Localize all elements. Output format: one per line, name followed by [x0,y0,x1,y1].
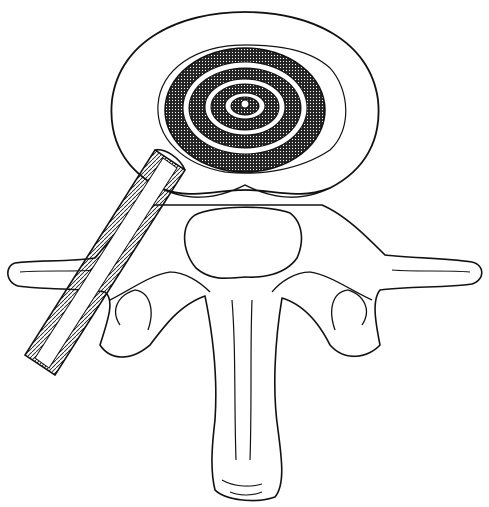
posterior-elements [8,205,482,501]
spinal-canal [185,207,302,278]
spiral-disc-icon [165,48,325,172]
disc-center [241,100,249,108]
